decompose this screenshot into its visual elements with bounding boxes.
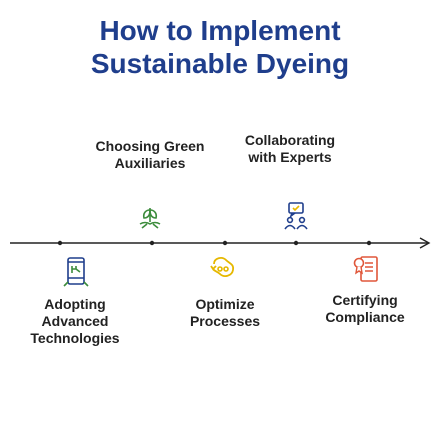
timeline-dot [293, 240, 299, 246]
title-line-1: How to Implement [99, 15, 341, 46]
step-label-collaborating-with-experts: Collaborating with Experts [244, 132, 336, 165]
step-label-certifying-compliance: Certifying Compliance [325, 292, 405, 325]
leaf-hand-icon [139, 208, 161, 229]
process-loop-icon [210, 257, 235, 277]
timeline-dot [149, 240, 155, 246]
timeline-dot [57, 240, 63, 246]
step-label-adopting-advanced-technologies: Adopting Advanced Technologies [30, 296, 120, 346]
team-chat-icon [284, 202, 308, 230]
title-line-2: Sustainable Dyeing [90, 48, 350, 79]
page-title: How to Implement Sustainable Dyeing [0, 14, 440, 80]
step-label-optimize-processes: Optimize Processes [189, 296, 261, 329]
step-label-choosing-green-auxiliaries: Choosing Green Auxiliaries [95, 138, 205, 171]
timeline-arrow [10, 237, 431, 249]
certificate-icon [353, 256, 378, 282]
timeline-dot [366, 240, 372, 246]
mobile-device-icon [63, 257, 89, 287]
timeline-dot [222, 240, 228, 246]
